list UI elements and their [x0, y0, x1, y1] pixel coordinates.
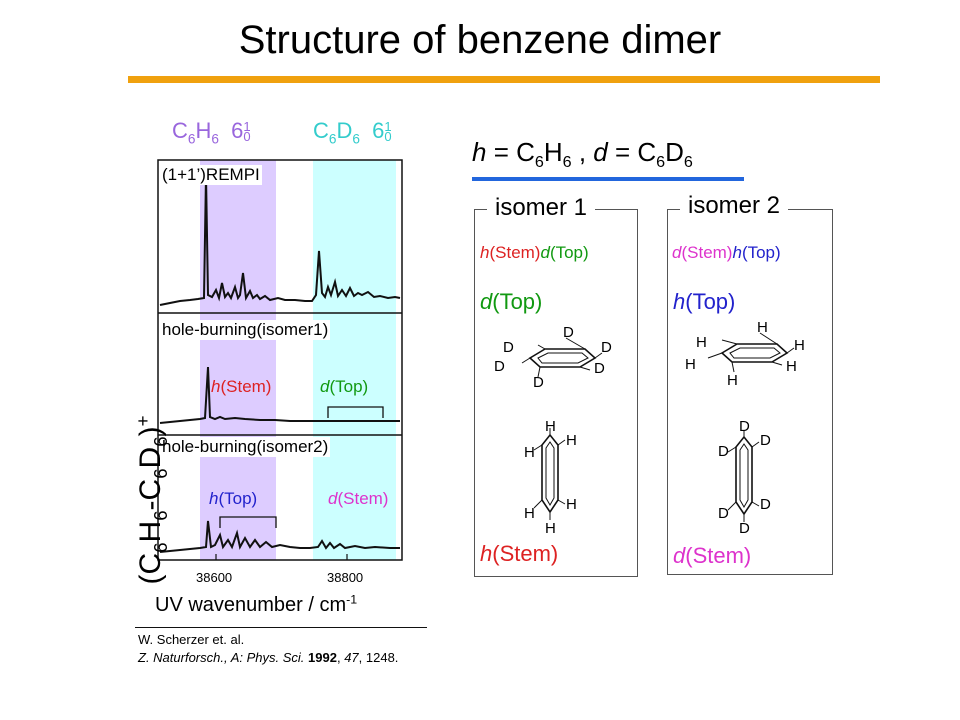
isomer2-bottom-atom-2: D: [760, 432, 771, 449]
isomer1-top-atom-4: D: [494, 358, 505, 375]
d-stem-peak-label: d(Stem): [328, 489, 389, 508]
isomer1-bottom-atom-1: H: [545, 418, 556, 435]
isomer2-top-atom-2: H: [696, 334, 707, 351]
isomer1-box: [474, 209, 638, 577]
x-tick-label-38800: 38800: [327, 570, 364, 585]
spectrum-plot: [157, 159, 403, 561]
reference-authors: W. Scherzer et. al.: [138, 632, 245, 647]
variable-legend: h = C6H6 , d = C6D6: [472, 137, 693, 172]
isomer2-top-atom-5: H: [786, 358, 797, 375]
isomer2-title: isomer 2: [680, 192, 789, 220]
x-tick-label-38600: 38600: [196, 570, 233, 585]
rempi-label: (1+1’)REMPI: [160, 165, 262, 185]
d-top-bracket: [327, 406, 384, 418]
d-top-peak-label: d(Top): [320, 377, 369, 396]
isomer2-bottom-label: d(Stem): [673, 543, 752, 568]
isomer2-composition: d(Stem)h(Top): [672, 243, 781, 262]
isomer1-top-atom-2: D: [503, 339, 514, 356]
isomer1-bottom-atom-5: H: [524, 505, 535, 522]
isomer2-bottom-ring: [727, 430, 760, 522]
y-axis-label: (C6H6-C6D6)+: [132, 415, 171, 585]
isomer1-bottom-atom-4: H: [566, 496, 577, 513]
isomer2-bottom-atom-1: D: [739, 418, 750, 435]
isomer1-top-label: d(Top): [480, 289, 543, 314]
c6d6-highlight-band: [313, 160, 396, 560]
hole-burning-isomer1-trace: [159, 366, 400, 424]
isomer2-top-ring: [707, 332, 795, 373]
isomer1-bottom-atom-2: H: [566, 432, 577, 449]
isomer2-top-atom-1: H: [757, 319, 768, 336]
isomer1-bottom-atom-6: H: [545, 520, 556, 537]
isomer1-title: isomer 1: [487, 194, 596, 222]
rempi-trace: [159, 174, 401, 306]
isomer2-top-label: h(Top): [673, 289, 736, 314]
c6h6-highlight-band: [200, 160, 276, 560]
isomer1-top-atom-3: D: [601, 339, 612, 356]
isomer2-box: [667, 209, 833, 575]
isomer2-top-atom-3: H: [794, 337, 805, 354]
isomer2-hole-burning-label: hole-burning(isomer2): [160, 437, 331, 457]
isomer2-bottom-atom-5: D: [718, 505, 729, 522]
isomer1-hole-burning-label: hole-burning(isomer1): [160, 320, 331, 340]
title-underline: [128, 76, 880, 83]
reference-citation: Z. Naturforsch., A: Phys. Sci. 1992, 47,…: [138, 650, 399, 665]
h-top-peak-label: h(Top): [209, 489, 258, 508]
x-axis-label: UV wavenumber / cm-1: [155, 592, 358, 616]
isomer1-bottom-ring: [533, 428, 566, 520]
isomer2-bottom-atom-4: D: [760, 496, 771, 513]
isomer1-top-ring: [521, 337, 603, 378]
isomer1-top-atom-5: D: [594, 360, 605, 377]
reference-divider: [135, 627, 427, 628]
isomer1-bottom-atom-3: H: [524, 444, 535, 461]
isomer2-bottom-atom-3: D: [718, 443, 729, 460]
h-top-bracket: [219, 516, 277, 528]
isomer2-top-atom-6: H: [727, 372, 738, 389]
legend-underline: [472, 177, 744, 181]
hole-burning-isomer2-trace: [159, 520, 400, 553]
isomer1-composition: h(Stem)d(Top): [480, 243, 589, 262]
isomer1-top-atom-1: D: [563, 324, 574, 341]
h-stem-peak-label: h(Stem): [211, 377, 272, 396]
isomer2-bottom-atom-6: D: [739, 520, 750, 537]
isomer1-top-atom-6: D: [533, 374, 544, 391]
isomer1-bottom-label: h(Stem): [480, 541, 559, 566]
slide-title: Structure of benzene dimer: [238, 18, 722, 62]
spectrum-frame: [157, 159, 403, 561]
isomer2-top-atom-4: H: [685, 356, 696, 373]
